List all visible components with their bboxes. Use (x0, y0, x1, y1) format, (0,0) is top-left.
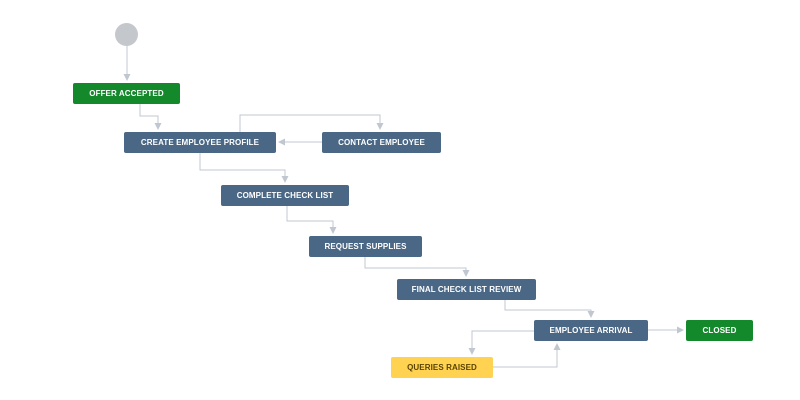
transition-offer-accepted-to-create-employee-profile (139, 104, 162, 130)
status-label: QUERIES RAISED (407, 363, 477, 372)
status-node-final-check-list-review[interactable]: FINAL CHECK LIST REVIEW (397, 279, 536, 300)
status-node-employee-arrival[interactable]: EMPLOYEE ARRIVAL (534, 320, 648, 341)
status-label: FINAL CHECK LIST REVIEW (411, 285, 522, 294)
status-node-queries-raised[interactable]: QUERIES RAISED (391, 357, 493, 378)
transition-create-employee-profile-to-contact-employee (239, 114, 384, 132)
status-node-closed[interactable]: CLOSED (686, 320, 753, 341)
transition-final-check-list-review-to-employee-arrival (504, 300, 595, 318)
status-label: REQUEST SUPPLIES (324, 242, 407, 251)
status-node-request-supplies[interactable]: REQUEST SUPPLIES (309, 236, 422, 257)
status-label: CLOSED (702, 326, 737, 335)
status-label: OFFER ACCEPTED (89, 89, 164, 98)
status-label: COMPLETE CHECK LIST (236, 191, 334, 200)
status-label: CONTACT EMPLOYEE (338, 138, 425, 147)
status-node-contact-employee[interactable]: CONTACT EMPLOYEE (322, 132, 441, 153)
status-node-offer-accepted[interactable]: OFFER ACCEPTED (73, 83, 180, 104)
status-label: CREATE EMPLOYEE PROFILE (140, 138, 260, 147)
status-label: EMPLOYEE ARRIVAL (549, 326, 633, 335)
transition-request-supplies-to-final-check-list-review (364, 257, 470, 277)
transition-complete-check-list-to-request-supplies (286, 206, 337, 234)
transition-queries-raised-to-employee-arrival (493, 343, 561, 368)
status-node-create-employee-profile[interactable]: CREATE EMPLOYEE PROFILE (124, 132, 276, 153)
transition-create-employee-profile-to-complete-check-list (199, 153, 289, 183)
status-node-complete-check-list[interactable]: COMPLETE CHECK LIST (221, 185, 349, 206)
transition-employee-arrival-to-queries-raised (468, 330, 534, 355)
start-node (115, 23, 138, 46)
